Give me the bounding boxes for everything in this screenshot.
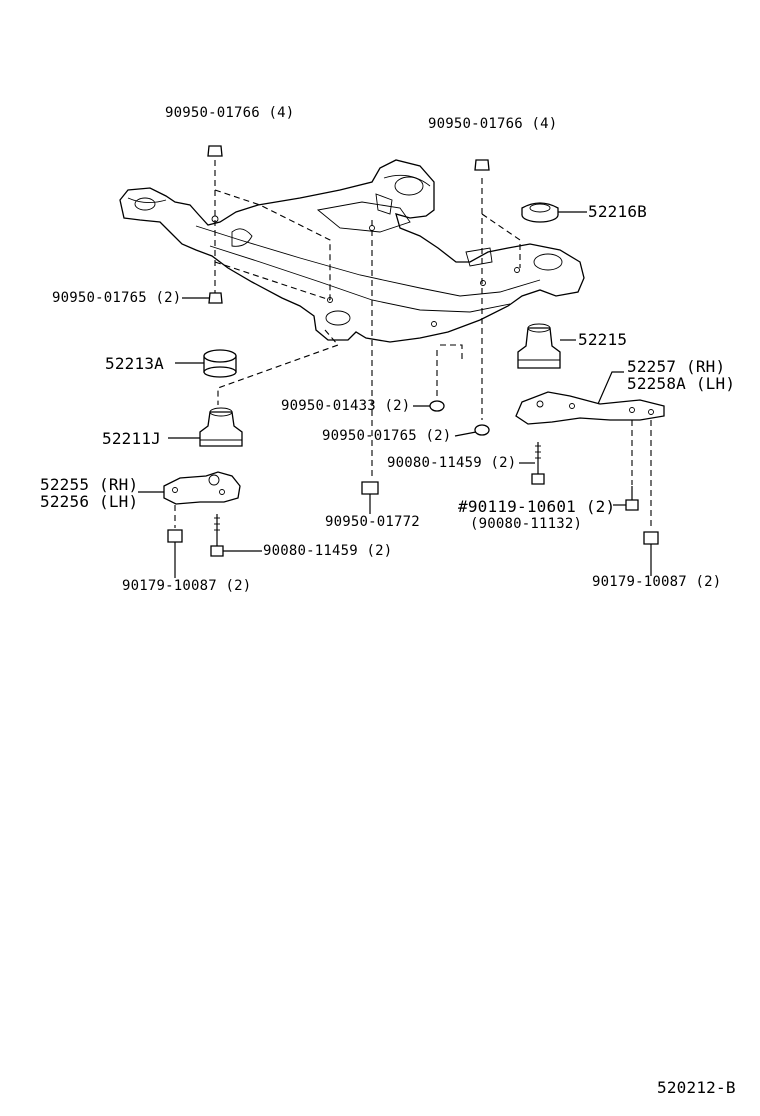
front-arm-52255-icon xyxy=(163,471,241,505)
label-bolt-10601: #90119-10601 (2) xyxy=(458,497,616,516)
label-bolt-11132: (90080-11132) xyxy=(470,516,583,532)
label-nut-top-left: 90950-01766 (4) xyxy=(165,105,295,121)
cushion-52213a-icon xyxy=(203,349,237,378)
nut-front-10087-icon xyxy=(167,529,183,543)
bolt-10601-icon xyxy=(625,486,639,511)
suspension-member xyxy=(119,159,585,343)
diagram-code: 520212-B xyxy=(657,1078,736,1097)
cushion-52215-icon xyxy=(517,323,561,369)
label-nut-rear-10087: 90179-10087 (2) xyxy=(592,574,722,590)
label-arm-front-lh: 52256 (LH) xyxy=(40,492,139,511)
leader-lines xyxy=(138,211,652,578)
nut-top-left-icon xyxy=(207,145,223,157)
label-stopper-52216b: 52216B xyxy=(588,202,647,221)
label-nut-center-1765: 90950-01765 (2) xyxy=(322,428,452,444)
label-bolt-front-11459: 90080-11459 (2) xyxy=(263,543,393,559)
nut-rear-10087-icon xyxy=(643,531,659,545)
bolt-front-11459-icon xyxy=(210,514,224,557)
label-arm-front-rh: 52255 (RH) xyxy=(40,475,139,494)
label-cushion-52215: 52215 xyxy=(578,330,628,349)
label-cushion-52211j: 52211J xyxy=(102,429,161,448)
label-arm-rear-lh: 52258A (LH) xyxy=(627,374,736,393)
nut-top-right-icon xyxy=(474,159,490,171)
stopper-52216b-icon xyxy=(521,202,559,223)
bolt-center-11459-icon xyxy=(531,442,545,485)
mount-guide-lines xyxy=(174,160,652,530)
cushion-52211j-icon xyxy=(199,407,243,447)
label-nut-top-right: 90950-01766 (4) xyxy=(428,116,558,132)
label-nut-left-lower: 90950-01765 (2) xyxy=(52,290,182,306)
label-cushion-52213a: 52213A xyxy=(105,354,164,373)
nut-center-1765-icon xyxy=(474,424,490,436)
nut-bottom-1772-icon xyxy=(361,481,379,495)
nut-center-1433-icon xyxy=(429,400,445,412)
label-nut-front-10087: 90179-10087 (2) xyxy=(122,578,252,594)
rear-arm-52257-icon xyxy=(515,391,665,425)
label-nut-bottom-1772: 90950-01772 xyxy=(325,514,420,530)
label-bolt-center-11459: 90080-11459 (2) xyxy=(387,455,517,471)
nut-left-lower-icon xyxy=(208,292,223,304)
label-arm-rear-rh: 52257 (RH) xyxy=(627,357,726,376)
label-nut-center-1433: 90950-01433 (2) xyxy=(281,398,411,414)
